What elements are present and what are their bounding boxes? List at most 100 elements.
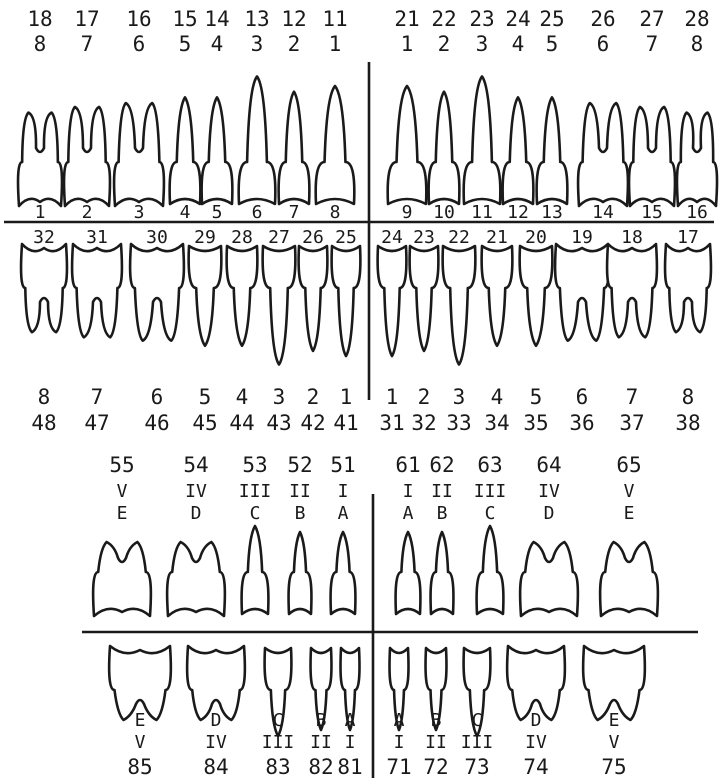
roman-numeral-label: II — [310, 732, 332, 753]
fdi-label: 52 — [287, 453, 312, 477]
universal-number-label: 20 — [525, 227, 547, 248]
fdi-label: 64 — [536, 453, 561, 477]
tooth-number-label: 2 — [418, 385, 431, 409]
fdi-label: 61 — [395, 453, 420, 477]
fdi-label: 22 — [431, 7, 456, 31]
fdi-label: 84 — [203, 755, 228, 779]
roman-numeral-label: IV — [538, 481, 560, 502]
tooth-number-label: 4 — [236, 385, 249, 409]
tooth-34 — [482, 246, 513, 346]
fdi-label: 47 — [84, 411, 109, 435]
fdi-label: 33 — [446, 411, 471, 435]
tooth-13 — [239, 77, 276, 205]
tooth-number-label: 3 — [453, 385, 466, 409]
tooth-25 — [537, 97, 568, 204]
letter-label: D — [531, 710, 542, 731]
roman-numeral-label: V — [609, 732, 620, 753]
letter-label: D — [191, 503, 202, 524]
tooth-51 — [331, 532, 356, 614]
tooth-number-label: 8 — [691, 32, 704, 56]
tooth-number-label: 1 — [329, 32, 342, 56]
tooth-54 — [167, 542, 225, 616]
letter-label: C — [472, 710, 483, 731]
letter-label: B — [431, 710, 442, 731]
tooth-65 — [600, 542, 658, 616]
tooth-45 — [189, 246, 222, 346]
fdi-label: 45 — [192, 411, 217, 435]
tooth-number-label: 4 — [211, 32, 224, 56]
tooth-number-label: 2 — [438, 32, 451, 56]
tooth-number-label: 8 — [34, 32, 47, 56]
fdi-label: 72 — [423, 755, 448, 779]
fdi-label: 34 — [484, 411, 509, 435]
universal-number-label: 32 — [33, 227, 55, 248]
fdi-label: 38 — [675, 411, 700, 435]
universal-number-label: 13 — [541, 202, 563, 223]
universal-number-label: 23 — [413, 227, 435, 248]
universal-number-label: 14 — [592, 202, 614, 223]
tooth-31 — [378, 246, 407, 356]
tooth-number-label: 5 — [530, 385, 543, 409]
tooth-number-label: 8 — [38, 385, 51, 409]
tooth-number-label: 2 — [288, 32, 301, 56]
tooth-28 — [677, 113, 717, 206]
letter-label: D — [544, 503, 555, 524]
tooth-63 — [477, 526, 504, 614]
tooth-number-label: 3 — [273, 385, 286, 409]
letter-label: E — [117, 503, 128, 524]
fdi-label: 35 — [523, 411, 548, 435]
fdi-label: 27 — [639, 7, 664, 31]
fdi-label: 54 — [183, 453, 208, 477]
universal-number-label: 6 — [252, 202, 263, 223]
tooth-48 — [21, 244, 67, 332]
fdi-label: 63 — [477, 453, 502, 477]
roman-numeral-label: II — [431, 481, 453, 502]
letter-label: A — [403, 503, 414, 524]
tooth-26 — [578, 103, 628, 206]
fdi-label: 42 — [300, 411, 325, 435]
fdi-label: 55 — [109, 453, 134, 477]
fdi-label: 21 — [394, 7, 419, 31]
universal-number-label: 30 — [146, 227, 168, 248]
tooth-41 — [332, 246, 361, 356]
tooth-number-label: 7 — [646, 32, 659, 56]
tooth-17 — [64, 107, 110, 206]
roman-numeral-label: IV — [205, 732, 227, 753]
fdi-label: 14 — [204, 7, 229, 31]
roman-numeral-label: I — [394, 732, 405, 753]
tooth-number-label: 8 — [682, 385, 695, 409]
letter-label: A — [338, 503, 349, 524]
letter-label: B — [295, 503, 306, 524]
fdi-label: 24 — [505, 7, 530, 31]
universal-number-label: 8 — [330, 202, 341, 223]
tooth-24 — [503, 97, 534, 204]
tooth-44 — [227, 246, 258, 346]
fdi-label: 44 — [229, 411, 254, 435]
fdi-label: 31 — [379, 411, 404, 435]
roman-numeral-label: III — [461, 732, 494, 753]
tooth-22 — [429, 92, 460, 204]
tooth-53 — [242, 526, 269, 614]
fdi-label: 36 — [569, 411, 594, 435]
letter-label: A — [345, 710, 356, 731]
universal-number-label: 16 — [686, 202, 708, 223]
tooth-21 — [388, 86, 427, 204]
tooth-32 — [410, 246, 439, 351]
tooth-84 — [187, 646, 245, 720]
roman-numeral-label: I — [338, 481, 349, 502]
roman-numeral-label: V — [135, 732, 146, 753]
tooth-number-label: 6 — [597, 32, 610, 56]
letter-label: C — [273, 710, 284, 731]
letter-label: B — [437, 503, 448, 524]
universal-number-label: 29 — [194, 227, 216, 248]
universal-number-label: 19 — [571, 227, 593, 248]
tooth-42 — [299, 246, 328, 351]
tooth-number-label: 6 — [151, 385, 164, 409]
universal-number-label: 24 — [381, 227, 403, 248]
universal-number-label: 11 — [471, 202, 493, 223]
teeth-layer — [18, 77, 717, 737]
letter-label: D — [211, 710, 222, 731]
tooth-number-label: 7 — [626, 385, 639, 409]
letter-label: A — [394, 710, 405, 731]
